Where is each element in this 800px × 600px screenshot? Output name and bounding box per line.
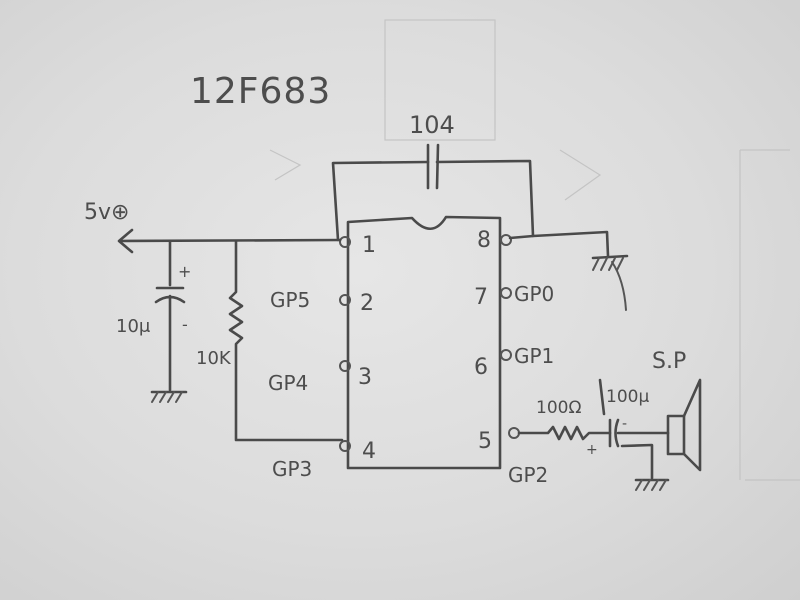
speaker-label: S.P <box>652 349 686 374</box>
ic-body <box>346 215 502 470</box>
gp1-label: GP1 <box>514 344 554 368</box>
cap-plus-sign: + <box>178 262 191 281</box>
background-ghost-lines <box>269 19 800 481</box>
output-network <box>517 378 670 491</box>
pin-3-number: 3 <box>358 365 372 390</box>
electrolytic-capacitor-10u <box>154 239 186 392</box>
ground-symbol-right <box>508 230 629 311</box>
pin-6-number: 6 <box>474 355 488 380</box>
supply-label: 5v⊕ <box>84 200 129 225</box>
series-cap-label: 100μ <box>606 387 649 407</box>
gp4-label: GP4 <box>268 371 308 395</box>
out-cap-plus-sign: + <box>586 442 598 458</box>
cap-minus-sign: - <box>182 315 188 334</box>
pin-5-number: 5 <box>478 429 492 454</box>
gp3-label: GP3 <box>272 457 312 481</box>
pullup-resistor-10k <box>228 239 344 442</box>
out-cap-minus-sign: - <box>622 416 627 432</box>
series-resistor-label: 100Ω <box>536 398 581 418</box>
capacitor-104-label: 104 <box>409 111 455 139</box>
chip-title: 12F683 <box>190 71 331 112</box>
speaker-symbol <box>666 378 702 472</box>
pin-markers <box>339 234 520 452</box>
pin-2-number: 2 <box>360 291 374 316</box>
ground-symbol-left <box>150 390 188 403</box>
decoupling-capacitor <box>331 143 535 242</box>
pin-1-number: 1 <box>362 233 376 258</box>
gp5-label: GP5 <box>270 288 310 312</box>
cap-10u-label: 10μ <box>116 316 151 337</box>
gp2-label: GP2 <box>508 463 548 487</box>
supply-rail <box>117 228 342 254</box>
resistor-10k-label: 10K <box>196 348 232 369</box>
pin-7-number: 7 <box>474 285 488 310</box>
pin-4-number: 4 <box>362 439 376 464</box>
pin-8-number: 8 <box>477 228 491 253</box>
gp0-label: GP0 <box>514 282 554 306</box>
